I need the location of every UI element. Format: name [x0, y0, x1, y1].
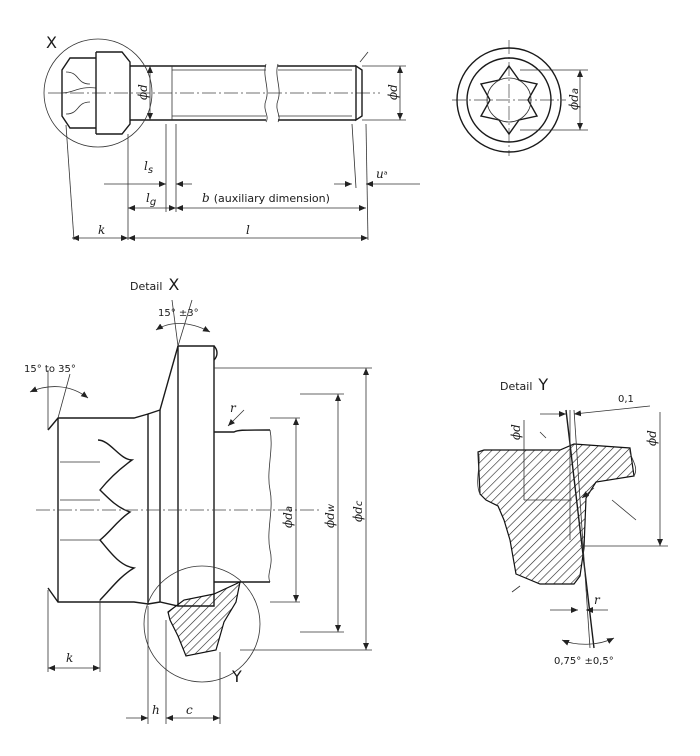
label-phi-d-y2: ϕd: [645, 430, 659, 446]
detail-x-flange: [147, 345, 215, 607]
label-k-main: k: [98, 223, 105, 237]
label-x-main: X: [46, 33, 57, 52]
label-phi-d-y1: ϕd: [509, 424, 523, 440]
label-phi-da: ϕda: [281, 506, 295, 528]
label-r-y: r: [594, 593, 601, 607]
label-b: b(auxiliary dimension): [202, 191, 330, 205]
detail-y-head-section: [477, 443, 635, 585]
label-phi-dw: ϕdw: [323, 503, 337, 528]
detail-x-head: [47, 413, 149, 605]
bolt-end: [355, 64, 363, 122]
label-lg: lg: [146, 191, 156, 208]
detail-x-view: [29, 299, 372, 724]
label-angle-15-3: 15° ±3°: [158, 308, 199, 319]
detail-x-break: [268, 429, 272, 583]
detail-y-view: [477, 405, 668, 649]
label-u: uᵃ: [376, 167, 388, 181]
label-phi-d-head: ϕd: [136, 84, 150, 100]
detail-x-shank: [214, 429, 271, 583]
label-ls: ls: [144, 159, 153, 176]
detail-x-section: [167, 580, 241, 657]
label-phi-da-end: ϕda: [567, 88, 581, 110]
bolt-side-view: [43, 38, 420, 241]
label-0-1: 0,1: [618, 394, 634, 405]
label-k-x: k: [66, 651, 73, 665]
label-phi-dc: ϕdc: [351, 500, 365, 522]
label-r-x: r: [230, 401, 237, 415]
end-view-socket: [479, 64, 539, 136]
bolt-end-view: [452, 40, 588, 156]
shank-break: [264, 63, 280, 123]
detail-y-circle: [143, 565, 261, 683]
label-h: h: [152, 703, 160, 717]
end-view-flange-circle: [456, 47, 562, 153]
label-angle-15-35: 15° to 35°: [24, 364, 76, 375]
label-phi-d-end: ϕd: [386, 84, 400, 100]
end-view-head-circle: [466, 57, 552, 143]
bolt-flange: [96, 51, 131, 135]
detail-x-lobes: [97, 439, 137, 601]
label-angle-075: 0,75° ±0,5°: [554, 656, 614, 667]
label-c: c: [186, 703, 193, 717]
label-y-x: Y: [231, 667, 242, 686]
label-l-main: l: [246, 223, 250, 237]
